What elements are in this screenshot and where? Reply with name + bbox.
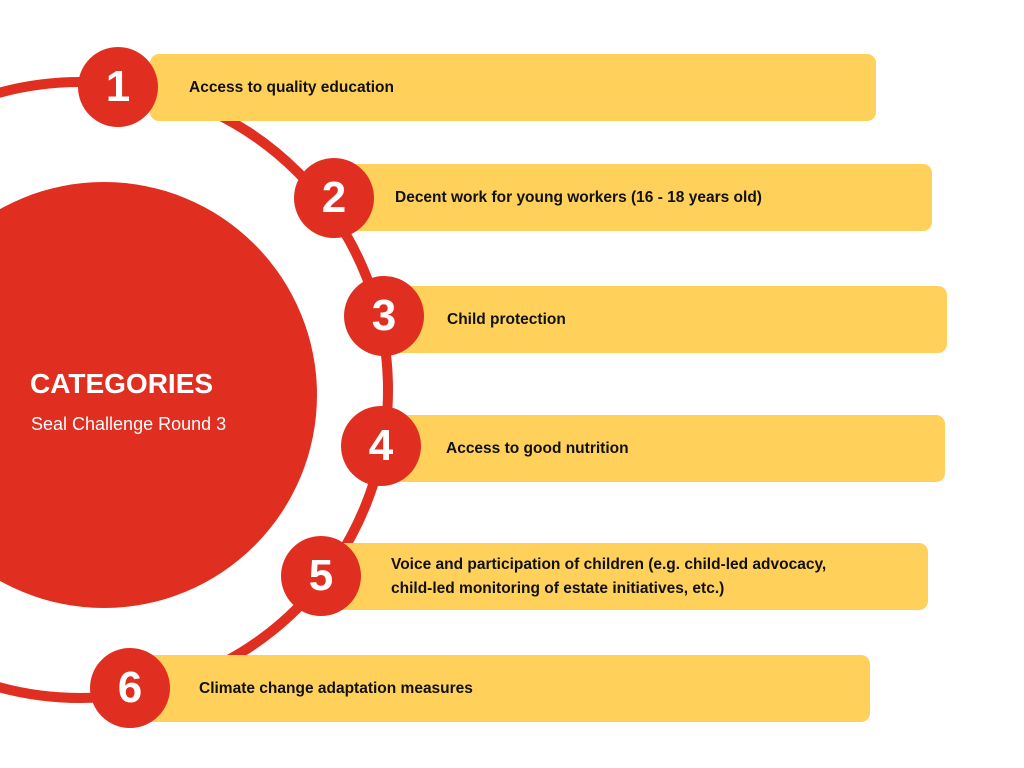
center-subtitle: Seal Challenge Round 3 [31,414,227,434]
category-label: Child protection [447,310,566,328]
category-label: Access to good nutrition [446,439,629,457]
category-bar-2: Decent work for young workers (16 - 18 y… [340,164,932,231]
category-bar-1: Access to quality education [150,54,876,121]
number-badge-3: 3 [344,276,424,356]
number-badge-1: 1 [78,47,158,127]
category-bar-3: Child protection [390,286,947,353]
category-bar-5: Voice and participation of children (e.g… [330,543,928,610]
category-label: Access to quality education [189,78,394,96]
center-title: CATEGORIES [30,368,214,399]
number-badge-4: 4 [341,406,421,486]
center-circle [0,182,317,608]
number-badge-6: 6 [90,648,170,728]
category-bar-4: Access to good nutrition [385,415,945,482]
category-label: Climate change adaptation measures [199,679,473,697]
number-badge-5: 5 [281,536,361,616]
number-badge-2: 2 [294,158,374,238]
category-label: Decent work for young workers (16 - 18 y… [395,188,762,206]
category-bar-6: Climate change adaptation measures [140,655,870,722]
category-label: Voice and participation of children (e.g… [391,555,827,597]
